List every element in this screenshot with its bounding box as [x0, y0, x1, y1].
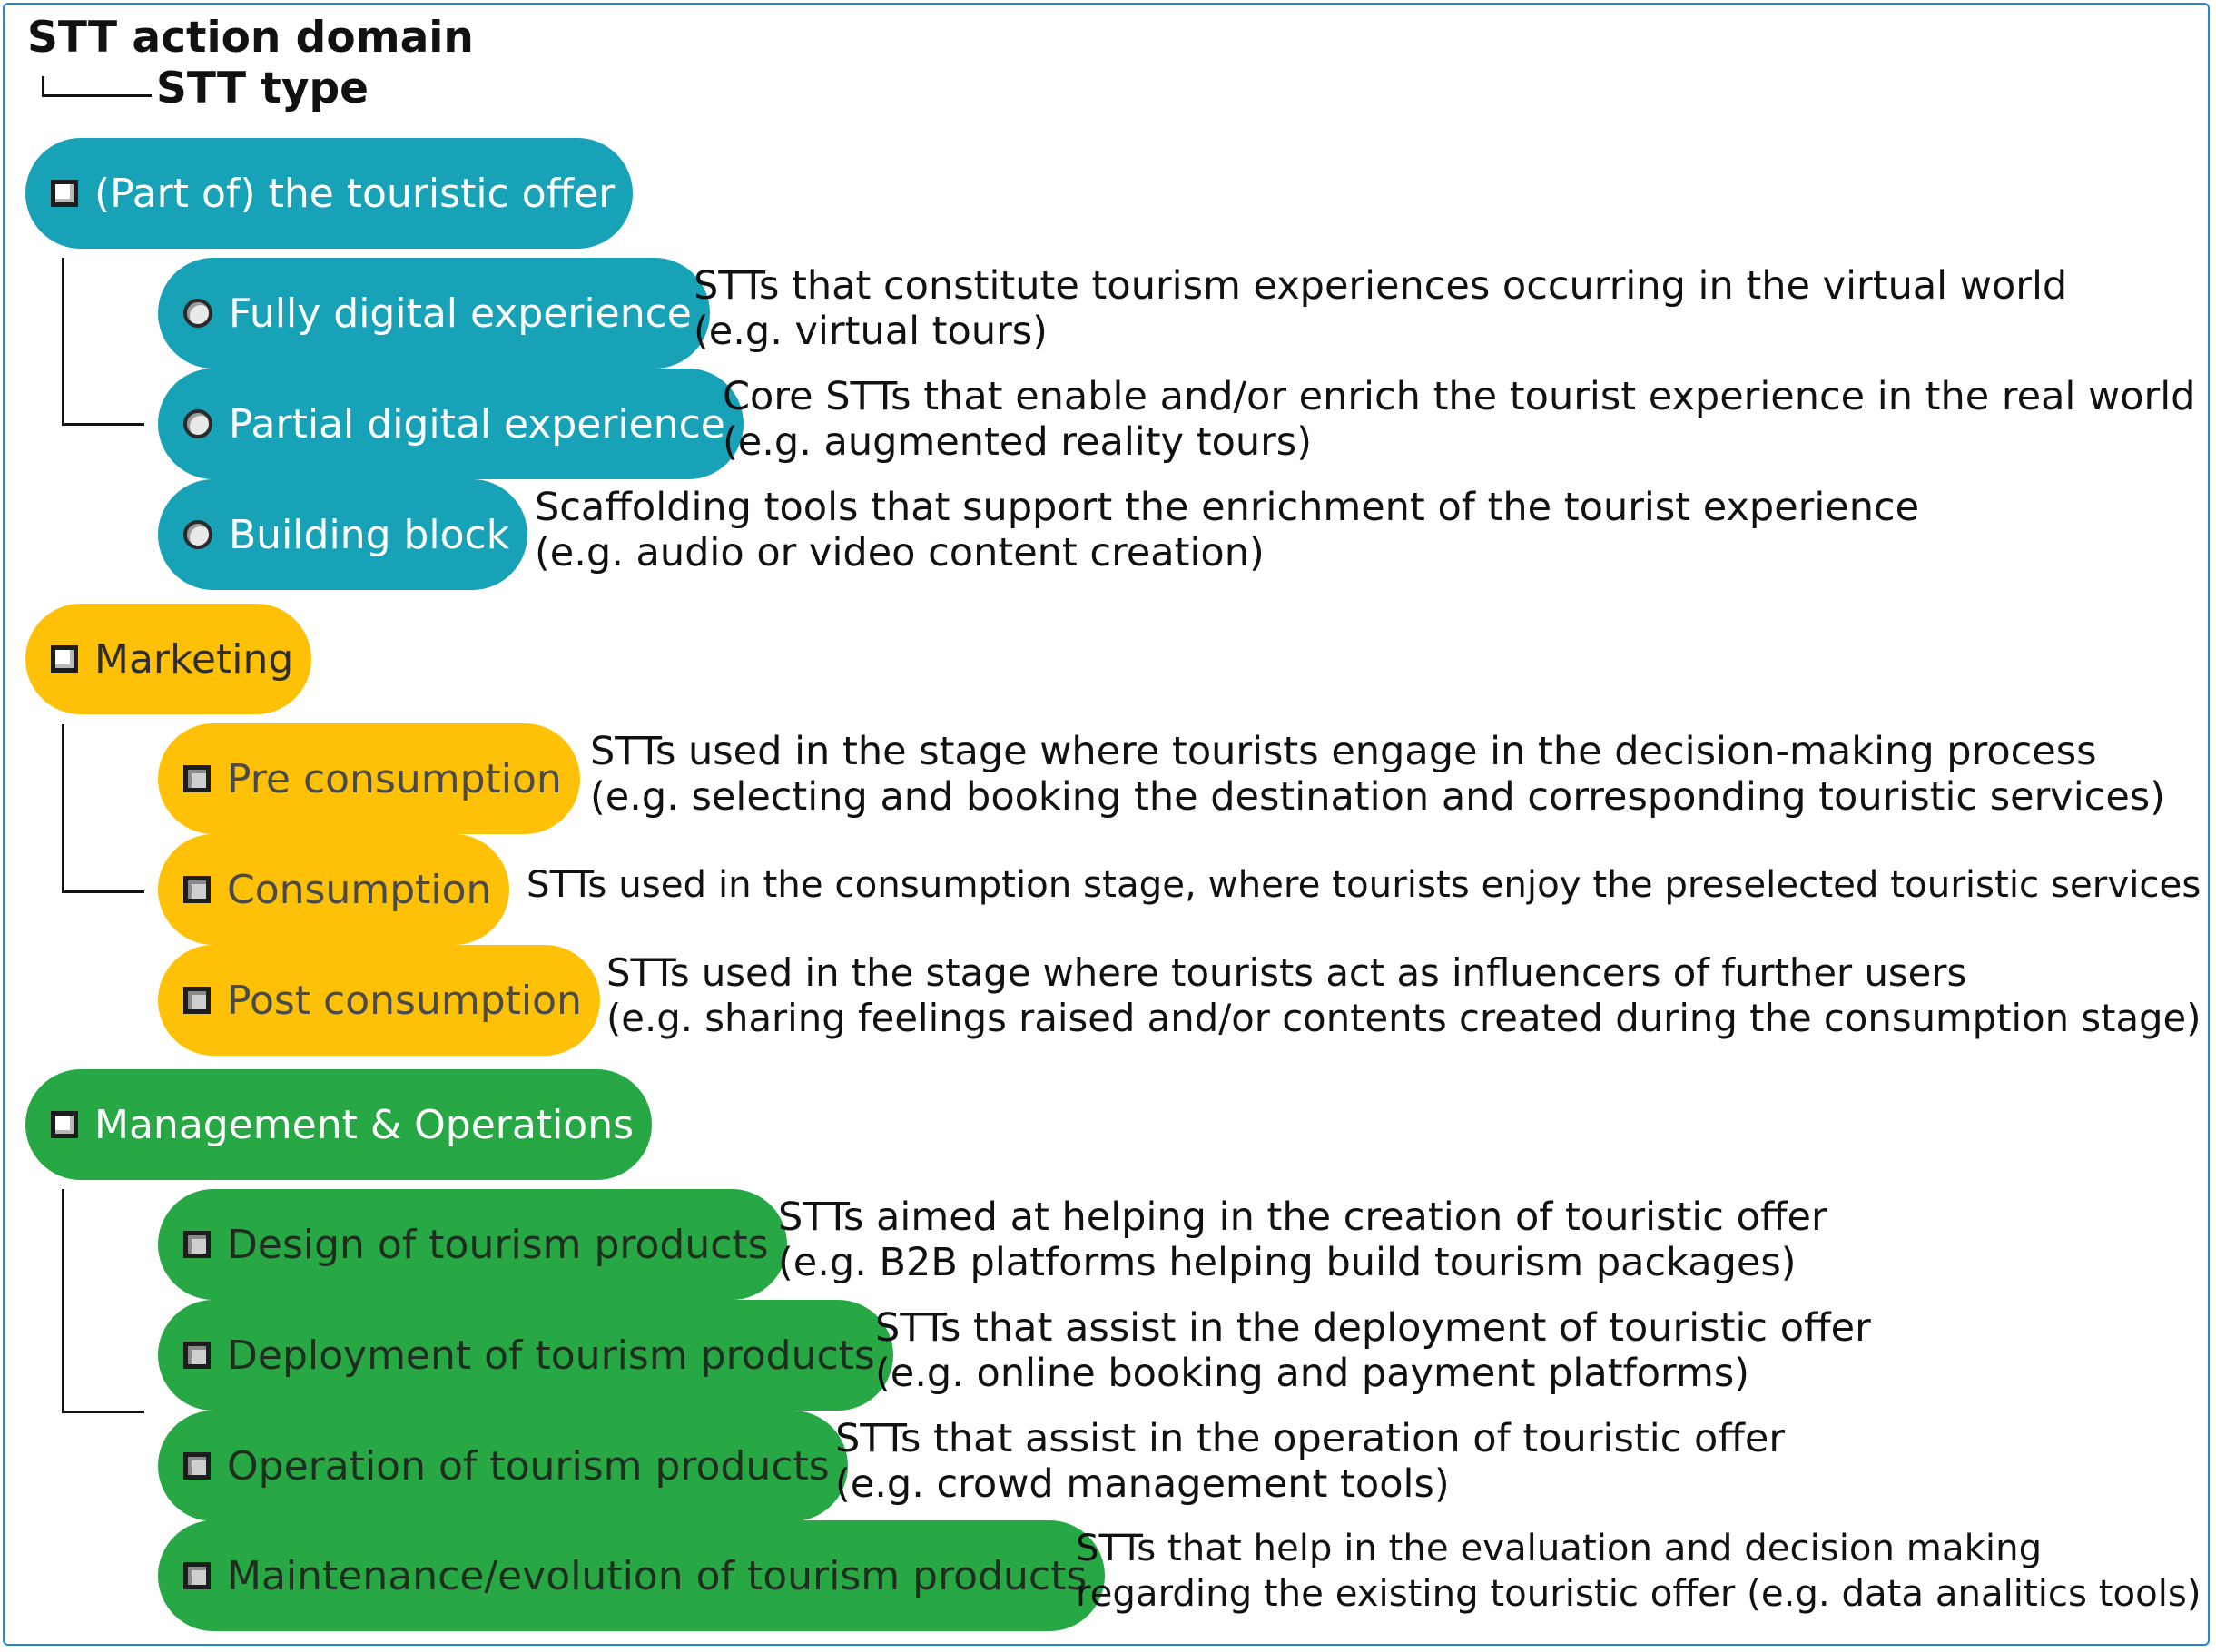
type-description: Scaffolding tools that support the enric… [535, 485, 1919, 575]
description-line: Core STTs that enable and/or enrich the … [723, 374, 2196, 419]
figure-frame [3, 3, 2210, 1646]
description-example: (e.g. online booking and payment platfor… [875, 1351, 1750, 1396]
description-line: STTs used in the stage where tourists en… [590, 729, 2097, 774]
description-line: STTs that constitute tourism experiences… [694, 263, 2068, 309]
type-maintenance-evolution-of-tourism-products: Maintenance/evolution of tourism product… [158, 1520, 1106, 1631]
legend-connector [42, 76, 152, 97]
type-label: Consumption [227, 866, 492, 913]
description-line: STTs used in the consumption stage, wher… [527, 863, 2201, 906]
type-pre-consumption: Pre consumption [158, 723, 580, 834]
checkbox-icon [183, 1562, 211, 1589]
domain-label: Management & Operations [94, 1101, 635, 1148]
description-line: STTs aimed at helping in the creation of… [778, 1195, 1827, 1240]
domain-marketing: Marketing [25, 604, 312, 714]
domain-management-operations: Management & Operations [25, 1069, 653, 1180]
description-example: (e.g. selecting and booking the destinat… [590, 774, 2165, 820]
tree-connector [62, 1189, 144, 1413]
description-example: (e.g. virtual tours) [694, 309, 1048, 354]
type-description: STTs that help in the evaluation and dec… [1076, 1526, 2201, 1617]
type-deployment-of-tourism-products: Deployment of tourism products [158, 1300, 893, 1411]
checkbox-icon [51, 1111, 78, 1138]
type-description: STTs that assist in the operation of tou… [835, 1416, 1785, 1507]
type-description: Core STTs that enable and/or enrich the … [723, 374, 2195, 465]
domain-touristic-offer: (Part of) the touristic offer [25, 138, 634, 249]
checkbox-icon [183, 1452, 211, 1480]
type-fully-digital-experience: Fully digital experience [158, 258, 710, 369]
checkbox-icon [183, 876, 211, 903]
type-description: STTs aimed at helping in the creation of… [778, 1195, 1827, 1285]
type-label: Post consumption [227, 977, 582, 1024]
type-label: Fully digital experience [229, 290, 692, 337]
tree-connector [62, 258, 144, 426]
description-example: (e.g. audio or video content creation) [535, 530, 1265, 575]
description-line: STTs that assist in the operation of tou… [835, 1416, 1786, 1461]
description-line: STTs that assist in the deployment of to… [875, 1305, 1871, 1351]
type-description: STTs used in the stage where tourists en… [590, 729, 2165, 820]
type-label: Pre consumption [227, 755, 562, 802]
checkbox-icon [183, 1231, 211, 1258]
description-example: (e.g. sharing feelings raised and/or con… [606, 996, 2201, 1040]
type-label: Design of tourism products [227, 1221, 769, 1268]
type-description: STTs used in the consumption stage, wher… [527, 862, 2201, 908]
checkbox-icon [183, 765, 211, 792]
type-label: Deployment of tourism products [227, 1332, 875, 1379]
type-label: Operation of tourism products [227, 1442, 830, 1490]
description-line: Scaffolding tools that support the enric… [535, 485, 1920, 530]
type-description: STTs used in the stage where tourists ac… [606, 950, 2201, 1041]
domain-label: Marketing [94, 635, 294, 683]
description-example: regarding the existing touristic offer (… [1076, 1573, 2201, 1615]
checkbox-icon [183, 1342, 211, 1369]
type-label: Maintenance/evolution of tourism product… [227, 1552, 1088, 1599]
tree-connector [62, 724, 144, 893]
legend-domain-title: STT action domain [27, 13, 474, 63]
description-example: (e.g. B2B platforms helping build touris… [778, 1240, 1797, 1285]
radio-icon [183, 299, 212, 328]
type-label: Building block [229, 511, 510, 558]
description-example: (e.g. crowd management tools) [835, 1461, 1450, 1507]
description-line: STTs that help in the evaluation and dec… [1076, 1528, 2043, 1569]
type-building-block: Building block [158, 479, 528, 590]
radio-icon [183, 520, 212, 549]
type-post-consumption: Post consumption [158, 945, 600, 1056]
radio-icon [183, 409, 212, 438]
type-description: STTs that constitute tourism experiences… [694, 263, 2067, 354]
description-line: STTs used in the stage where tourists ac… [606, 950, 1967, 995]
type-operation-of-tourism-products: Operation of tourism products [158, 1411, 848, 1521]
legend-type-title: STT type [156, 64, 369, 113]
type-description: STTs that assist in the deployment of to… [875, 1305, 1871, 1396]
domain-label: (Part of) the touristic offer [94, 170, 616, 217]
description-example: (e.g. augmented reality tours) [723, 419, 1312, 465]
checkbox-icon [183, 987, 211, 1014]
type-label: Partial digital experience [229, 400, 725, 447]
type-partial-digital-experience: Partial digital experience [158, 369, 744, 479]
checkbox-icon [51, 180, 78, 207]
checkbox-icon [51, 645, 78, 673]
type-consumption: Consumption [158, 834, 510, 945]
type-design-of-tourism-products: Design of tourism products [158, 1189, 787, 1300]
